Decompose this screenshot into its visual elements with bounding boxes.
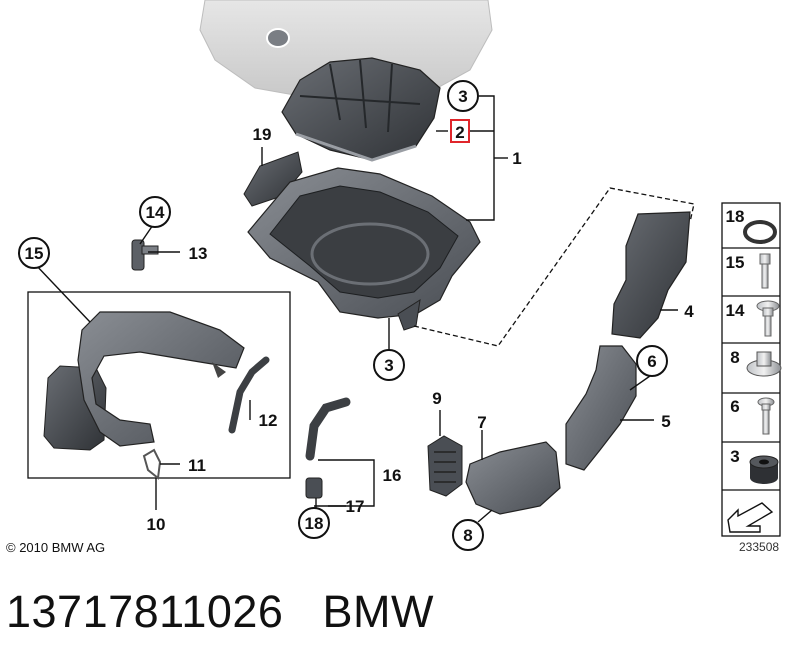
sidebar-num-15: 15 [726,253,745,272]
callout-17: 17 [346,497,365,516]
brand: BMW [322,586,434,637]
part-16-hose [305,397,351,461]
callout-1: 1 [512,149,521,168]
callout-5: 5 [661,412,670,431]
hardware-sidebar: 18 15 14 8 6 3 [721,202,782,537]
part-10-assembly [27,291,291,479]
parts-diagram: 3 2 1 19 14 15 13 3 12 11 10 4 6 5 9 7 8… [18,0,782,551]
callout-15-circle [18,237,50,269]
callout-3b-circle [373,349,405,381]
part-11-clip [142,448,162,480]
footer: 13717811026 BMW [6,586,434,638]
airbox-housing [247,167,481,331]
airbox-lid [281,57,441,162]
screw-15-icon [759,253,771,289]
part-7-duct [465,441,561,515]
callout-8: 8 [463,526,472,545]
sidebar-num-14: 14 [726,301,745,320]
part-17-connector [305,477,323,499]
callout-7: 7 [477,413,486,432]
part-12-hose [228,356,270,434]
part-5-duct [565,345,637,471]
callout-8-circle [452,519,484,551]
callout-16: 16 [383,466,402,485]
sidebar-num-18: 18 [726,207,745,226]
diagram-ref: 233508 [739,540,780,554]
leader-lines [33,95,678,523]
callout-3b: 3 [384,356,393,375]
callout-12: 12 [259,411,278,430]
callout-19: 19 [253,125,272,144]
screw-14-icon [756,300,780,337]
part-9-grille [427,435,463,497]
sidebar-num-3: 3 [730,447,739,466]
callout-6-circle [636,345,668,377]
callout-18-circle [298,507,330,539]
callouts: 3 2 1 19 14 15 13 3 12 11 10 4 6 5 9 7 8… [18,80,694,551]
callout-14-circle [139,196,171,228]
callout-10: 10 [147,515,166,534]
sidebar-num-8: 8 [730,348,739,367]
highlight-box [450,119,470,143]
callout-9: 9 [432,389,441,408]
grommet-3-icon [749,455,779,484]
callout-2: 2 [455,123,464,142]
callout-6: 6 [647,352,656,371]
copyright: © 2010 BMW AG [6,540,106,555]
callout-18: 18 [305,514,324,533]
callout-3a-circle [447,80,479,112]
nut-8-icon [746,351,782,377]
callout-4: 4 [684,302,694,321]
sidebar-num-6: 6 [730,397,739,416]
callout-3a: 3 [458,87,467,106]
screw-6-icon [757,397,775,435]
part-19-bracket [243,151,303,207]
callout-15: 15 [25,244,44,263]
part-14-sensor [131,239,159,271]
part-number: 13717811026 [6,586,284,637]
callout-13: 13 [189,244,208,263]
part-4-intake [611,211,691,339]
arrow-icon [727,502,774,533]
o-ring-icon [743,220,777,244]
callout-11: 11 [188,456,206,475]
callout-14: 14 [146,203,165,222]
